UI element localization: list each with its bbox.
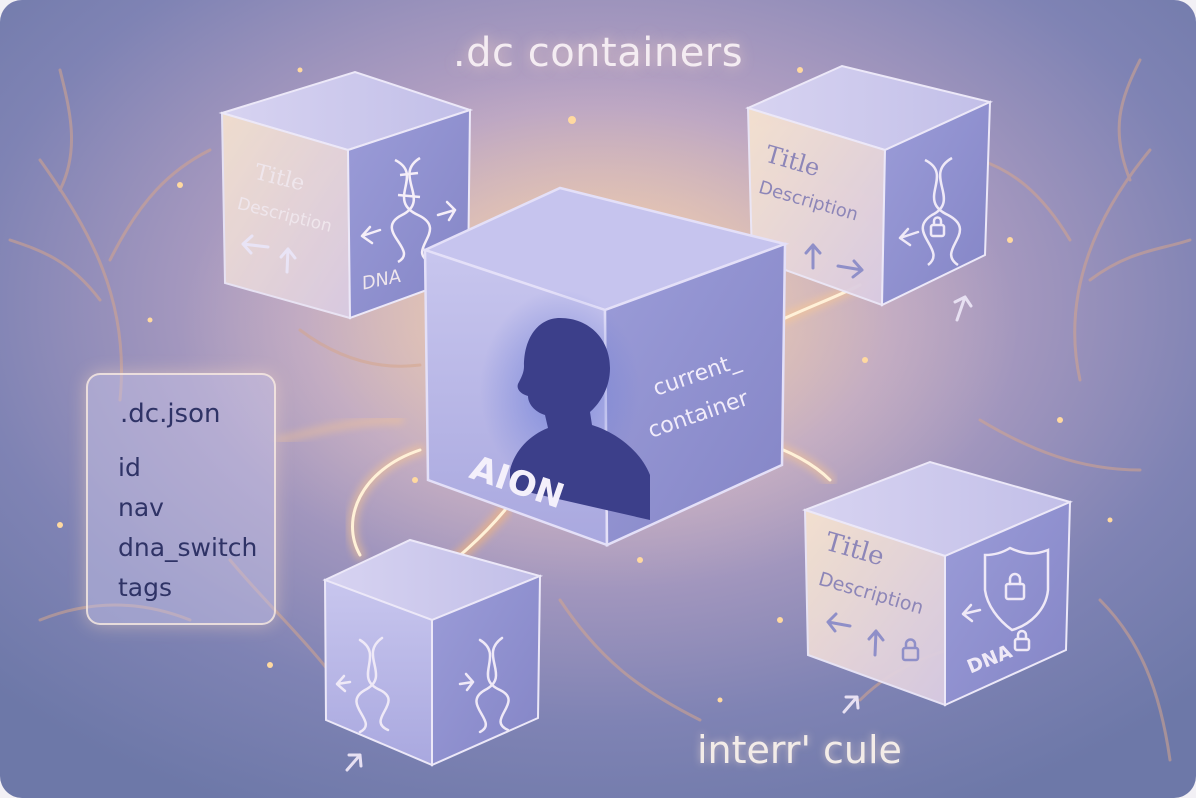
page-title: .dc containers: [452, 30, 744, 76]
panel-field: tags: [118, 573, 173, 602]
arrow-left-icon: [826, 612, 852, 633]
cube-bottom-right: [802, 460, 1073, 707]
cube-center: [421, 186, 790, 547]
panel-title: .dc.json: [120, 399, 221, 429]
shield-lock-icon: [961, 546, 1050, 652]
dc-json-panel: .dc.json id nav dna_switch tags: [86, 373, 276, 625]
arrow-up-icon: [279, 247, 297, 274]
arrow-left-icon: [241, 234, 270, 255]
dna-helix-icon: [335, 636, 510, 734]
panel-field: id: [118, 453, 141, 482]
pointer-arrow-icon: [345, 295, 973, 772]
dna-helix-icon: [360, 156, 457, 264]
arrow-up-icon: [867, 629, 885, 657]
person-silhouette-icon: [510, 318, 650, 520]
sparkle-decoration: [57, 67, 1113, 703]
dna-helix-icon: [898, 156, 962, 267]
panel-field: dna_switch: [118, 533, 258, 562]
arrow-right-icon: [836, 259, 864, 279]
panel-field: nav: [118, 493, 164, 522]
lock-icon: [901, 638, 920, 662]
footer-caption: interr' cule: [697, 728, 902, 772]
arrow-up-icon: [804, 243, 822, 270]
cube-bottom-left: [322, 538, 544, 767]
cube-top-right: [745, 64, 994, 307]
